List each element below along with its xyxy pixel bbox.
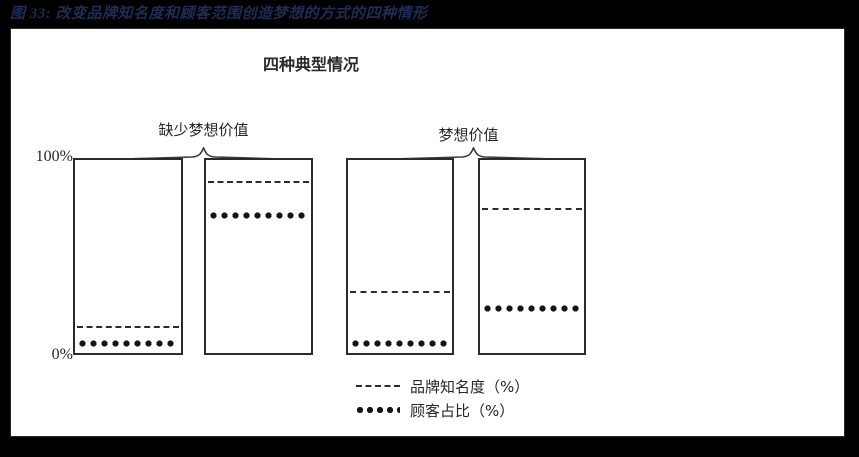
case-box-1-customer-share-line <box>79 339 177 347</box>
case-box-4-customer-share-line <box>484 305 580 313</box>
case-box-3 <box>346 158 454 355</box>
dotted-line-icon <box>356 403 400 417</box>
group-label-lacking-dream-value: 缺少梦想价值 <box>158 121 249 139</box>
case-box-1 <box>73 158 183 355</box>
case-box-2-customer-share-line <box>210 212 307 220</box>
case-box-4-plot <box>480 160 584 353</box>
group-label-dream-value: 梦想价值 <box>438 126 499 144</box>
case-box-3-brand-awareness-line <box>350 291 450 294</box>
legend-item-customer-share: 顾客占比（%） <box>356 398 529 422</box>
legend-item-brand-awareness: 品牌知名度（%） <box>356 374 529 398</box>
case-box-3-customer-share-line <box>352 339 448 347</box>
case-box-2 <box>204 158 313 355</box>
dashed-line-icon <box>356 379 400 393</box>
chart-panel: 四种典型情况 缺少梦想价值 梦想价值 100% 0% <box>10 28 845 437</box>
case-box-1-brand-awareness-line <box>77 325 179 328</box>
chart-legend: 品牌知名度（%） 顾客占比（%） <box>356 374 529 422</box>
legend-label-brand-awareness: 品牌知名度（%） <box>410 377 530 396</box>
case-box-3-plot <box>348 160 452 353</box>
y-axis-tick-100: 100% <box>35 148 73 165</box>
case-box-2-plot <box>206 160 311 353</box>
chart-title: 四种典型情况 <box>262 55 359 74</box>
case-box-1-plot <box>75 160 181 353</box>
case-box-2-brand-awareness-line <box>208 181 309 184</box>
case-box-4 <box>478 158 586 355</box>
case-box-4-brand-awareness-line <box>482 208 582 211</box>
figure-caption: 图 33: 改变品牌知名度和顾客范围创造梦想的方式的四种情形 <box>10 6 428 22</box>
legend-label-customer-share: 顾客占比（%） <box>410 401 515 420</box>
y-axis-tick-0: 0% <box>51 346 73 363</box>
